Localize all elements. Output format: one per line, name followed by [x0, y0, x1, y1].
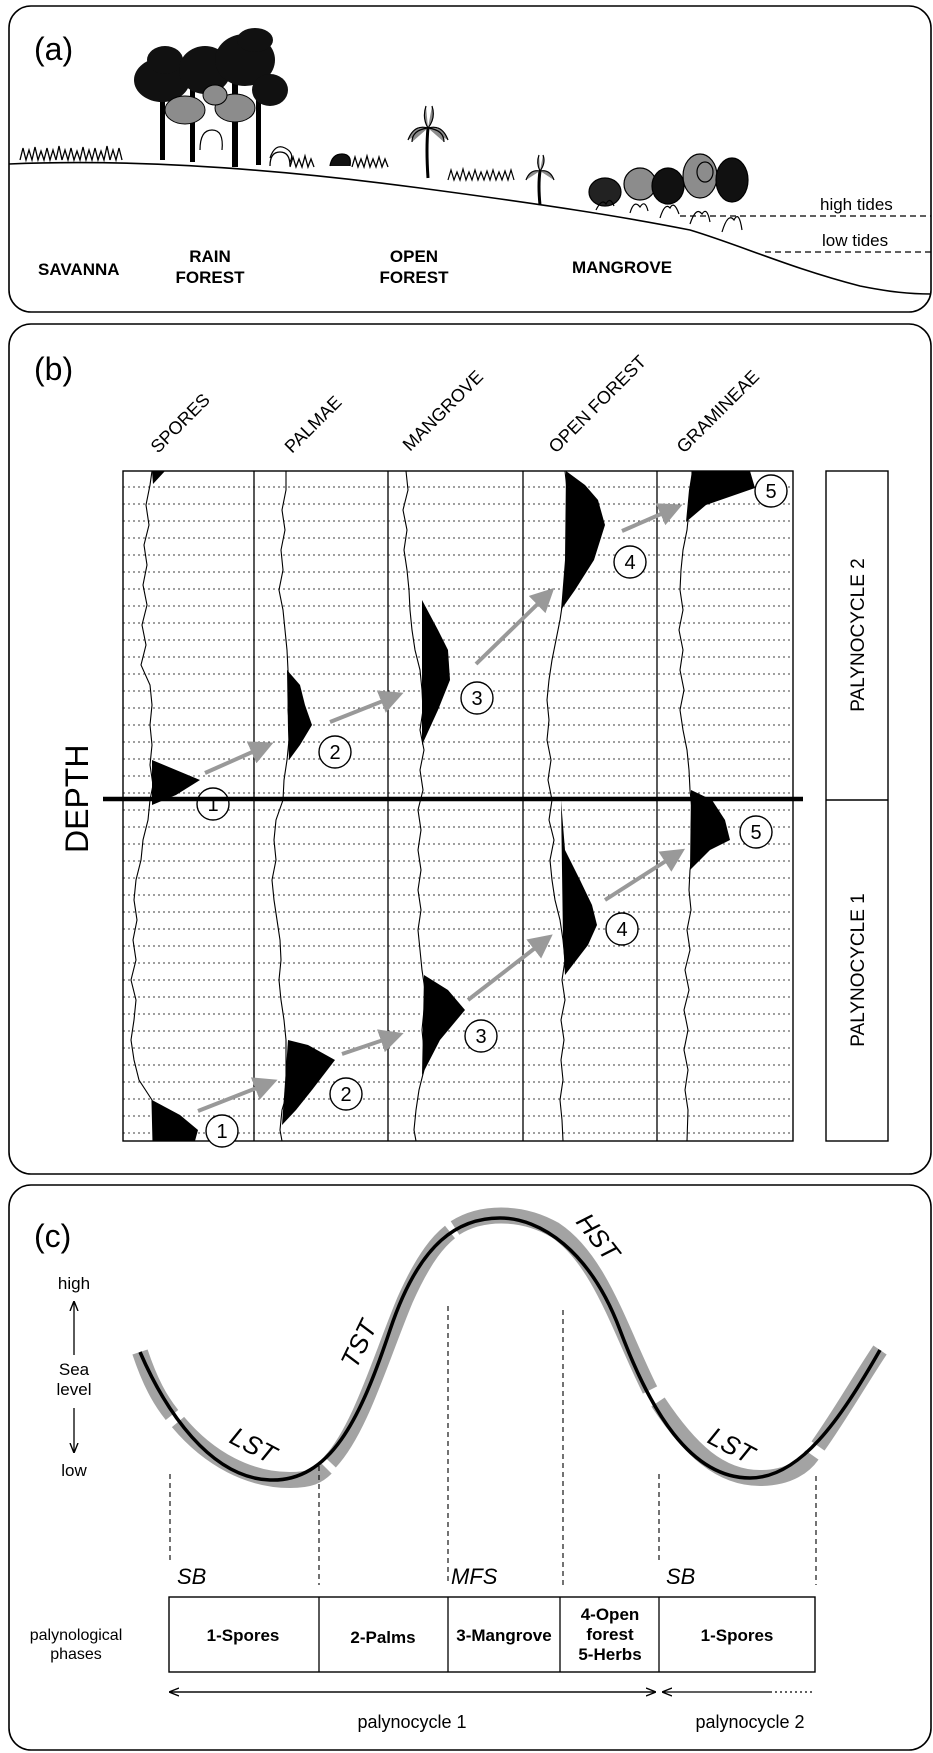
depth-gridlines	[123, 486, 793, 1134]
svg-text:2: 2	[340, 1084, 351, 1106]
marker-1-cycle2: 1	[196, 787, 230, 821]
palynocycle-2-text: palynocycle 2	[695, 1712, 804, 1732]
svg-text:1: 1	[207, 794, 218, 816]
marker-1-cycle1: 1	[205, 1114, 239, 1148]
phase-cell-2: 2-Palms	[350, 1628, 415, 1647]
phase-cell-5: 1-Spores	[701, 1626, 774, 1645]
col-header-open-forest: OPEN FOREST	[545, 351, 650, 456]
col-header-gramineae: GRAMINEAE	[673, 366, 764, 457]
high-tides-label: high tides	[820, 195, 893, 214]
phases-label-1: palynological	[30, 1627, 123, 1644]
phase-markers: 1 2 3 4 5 1 2	[196, 474, 788, 1148]
low-tides-label: low tides	[822, 231, 888, 250]
marker-3-cycle2: 3	[460, 681, 494, 715]
diagram-frame	[122, 470, 794, 1142]
phase-cell-1: 1-Spores	[207, 1626, 280, 1645]
sea-level-low: low	[61, 1461, 87, 1480]
col-header-mangrove: MANGROVE	[399, 366, 487, 454]
panel-a: (a) high tides low tides	[8, 5, 932, 313]
phase-cell-4-line-2: forest	[586, 1625, 634, 1644]
svg-text:3: 3	[475, 1026, 486, 1048]
phases-label-2: phases	[50, 1646, 102, 1663]
panel-b-frame	[8, 323, 932, 1175]
abundance-peaks	[152, 471, 755, 1141]
panel-b-tag: (b)	[34, 351, 73, 387]
sea-level-high: high	[58, 1274, 90, 1293]
svg-text:3: 3	[471, 688, 482, 710]
palm-trees-icon	[407, 105, 555, 206]
panel-c: (c) high Sea level low LST TST HST LST	[8, 1184, 932, 1751]
palynocycle-column	[825, 470, 889, 1142]
phase-cell-4-line-3: 5-Herbs	[578, 1645, 641, 1664]
zone-rainforest-2: FOREST	[176, 268, 246, 287]
depth-label: DEPTH	[59, 745, 95, 853]
sea-level-label-1: Sea	[59, 1360, 90, 1379]
panel-a-tag: (a)	[34, 31, 73, 67]
svg-text:5: 5	[750, 822, 761, 844]
marker-4-cycle2: 4	[613, 545, 647, 579]
progression-arrows	[197, 503, 686, 1113]
palynocycle-1-label: PALYNOCYCLE 1	[848, 893, 869, 1046]
phase-cell-3: 3-Mangrove	[456, 1626, 551, 1645]
column-dividers	[253, 471, 658, 1141]
svg-text:5: 5	[765, 481, 776, 503]
marker-2-cycle1: 2	[329, 1077, 363, 1111]
zone-mangrove: MANGROVE	[572, 258, 672, 277]
col-header-palmae: PALMAE	[281, 392, 346, 457]
palynocycle-2-label: PALYNOCYCLE 2	[848, 558, 869, 711]
surface-sb-2: SB	[666, 1564, 695, 1589]
shrubs-icon	[269, 151, 389, 170]
surface-sb-1: SB	[177, 1564, 206, 1589]
panel-a-frame	[8, 5, 932, 313]
zone-savanna: SAVANNA	[38, 260, 120, 279]
panel-c-tag: (c)	[34, 1218, 71, 1254]
savanna-grass-icon	[19, 145, 123, 163]
zone-openforest-1: OPEN	[390, 247, 438, 266]
palynocycle-1-text: palynocycle 1	[357, 1712, 466, 1732]
surface-mfs: MFS	[451, 1564, 498, 1589]
svg-text:1: 1	[216, 1121, 227, 1143]
zone-openforest-2: FOREST	[380, 268, 450, 287]
marker-4-cycle1: 4	[605, 912, 639, 946]
ground-profile	[8, 161, 932, 295]
phases-table: 1-Spores 2-Palms 3-Mangrove 4-Open fores…	[168, 1596, 816, 1673]
phase-cell-4-line-1: 4-Open	[581, 1605, 640, 1624]
marker-2-cycle2: 2	[318, 735, 352, 769]
mangrove-trees-icon	[588, 153, 749, 233]
panel-c-frame	[8, 1184, 932, 1751]
svg-text:4: 4	[616, 919, 627, 941]
sea-level-label-2: level	[57, 1380, 92, 1399]
zone-rainforest-1: RAIN	[189, 247, 231, 266]
panel-b: (b) SPORES PALMAE MANGROVE OPEN FOREST G…	[8, 323, 932, 1175]
rainforest-trees-icon	[134, 28, 293, 167]
svg-text:4: 4	[624, 552, 635, 574]
col-header-spores: SPORES	[147, 390, 214, 457]
marker-5-cycle2: 5	[754, 474, 788, 508]
marker-5-cycle1: 5	[739, 815, 773, 849]
svg-text:2: 2	[329, 742, 340, 764]
marker-3-cycle1: 3	[464, 1019, 498, 1053]
boundary-dashes	[169, 1306, 817, 1585]
sea-level-curve	[138, 1216, 882, 1482]
